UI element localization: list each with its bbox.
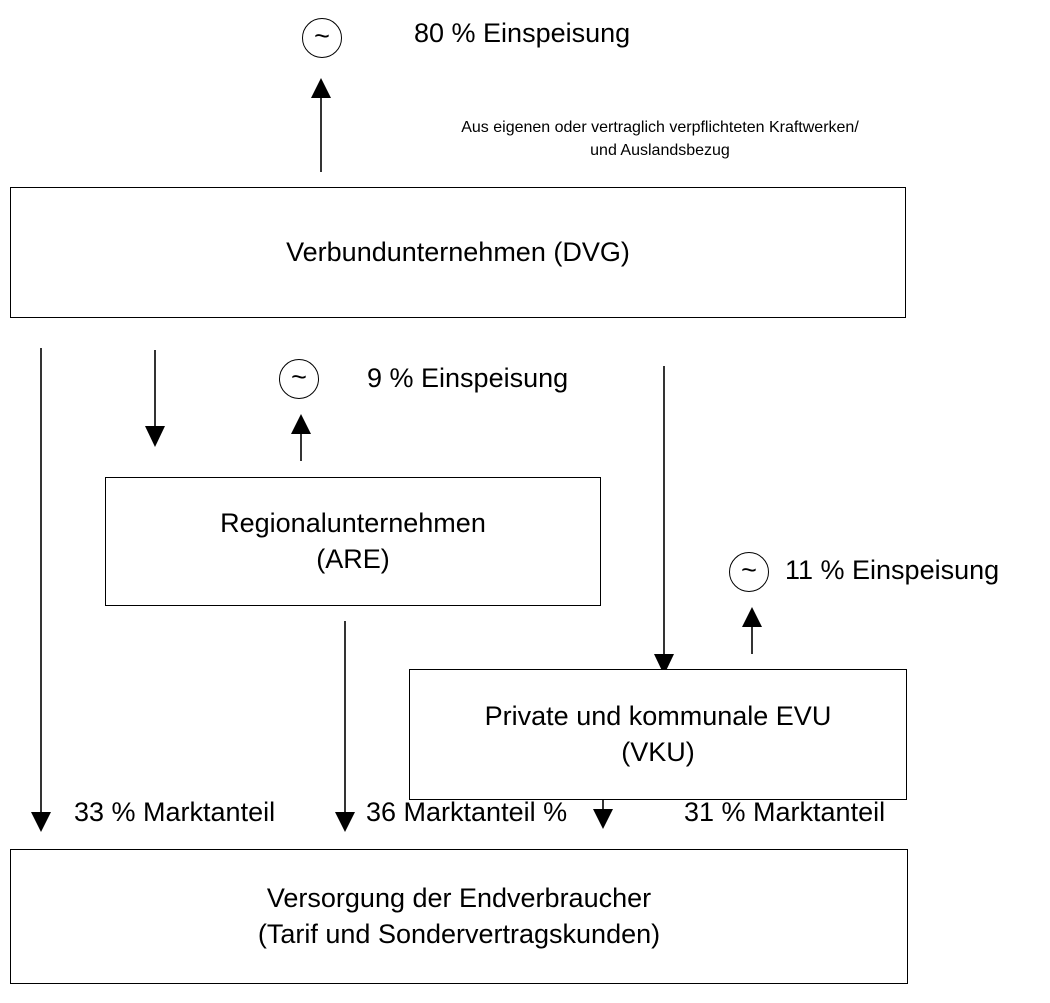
regionalunternehmen-line1: Regionalunternehmen (220, 508, 486, 539)
regionalunternehmen-line2: (ARE) (316, 543, 390, 574)
market-share-middle: 36 Marktanteil % (366, 797, 568, 827)
regionalunternehmen-box: Regionalunternehmen (ARE) (105, 477, 601, 606)
private-evu-text: Private und kommunale EVU (VKU) (485, 699, 832, 769)
endverbraucher-box: Versorgung der Endverbraucher (Tarif und… (10, 849, 908, 984)
generator-top-icon: ~ (302, 18, 342, 58)
market-share-right: 31 % Marktanteil (684, 797, 886, 827)
endverbraucher-text: Versorgung der Endverbraucher (Tarif und… (258, 881, 660, 951)
arrowhead-up-regional (291, 414, 311, 434)
verbundunternehmen-box: Verbundunternehmen (DVG) (10, 187, 906, 318)
arrowhead-down-private-market (593, 809, 613, 829)
top-source-note-line1: Aus eigenen oder vertraglich verpflichte… (461, 119, 859, 136)
top-share-label: 80 % Einspeisung (414, 18, 631, 48)
verbundunternehmen-label: Verbundunternehmen (DVG) (286, 236, 630, 267)
endverbraucher-line1: Versorgung der Endverbraucher (266, 883, 652, 914)
endverbraucher-line2: (Tarif und Sondervertragskunden) (257, 918, 661, 949)
regional-share-label: 9 % Einspeisung (367, 363, 569, 393)
arrowhead-down-private (654, 654, 674, 675)
private-evu-line2: (VKU) (621, 736, 695, 767)
top-source-note: Aus eigenen oder vertraglich verpflichte… (355, 116, 965, 162)
private-evu-box: Private und kommunale EVU (VKU) (409, 669, 907, 800)
arrowhead-down-regional (145, 426, 165, 447)
top-source-note-line2: und Auslandsbezug (590, 142, 730, 160)
regionalunternehmen-text: Regionalunternehmen (ARE) (220, 506, 486, 576)
private-evu-line1: Private und kommunale EVU (484, 701, 832, 732)
private-share-label: 11 % Einspeisung (785, 555, 1000, 585)
arrowhead-down-regional-market (335, 812, 355, 832)
arrowhead-down-left (31, 812, 51, 832)
market-share-left: 33 % Marktanteil (74, 797, 276, 827)
arrowhead-up-top (311, 78, 331, 98)
generator-regional-icon: ~ (279, 359, 319, 399)
generator-private-icon: ~ (729, 552, 769, 592)
arrowhead-up-private (742, 607, 762, 627)
